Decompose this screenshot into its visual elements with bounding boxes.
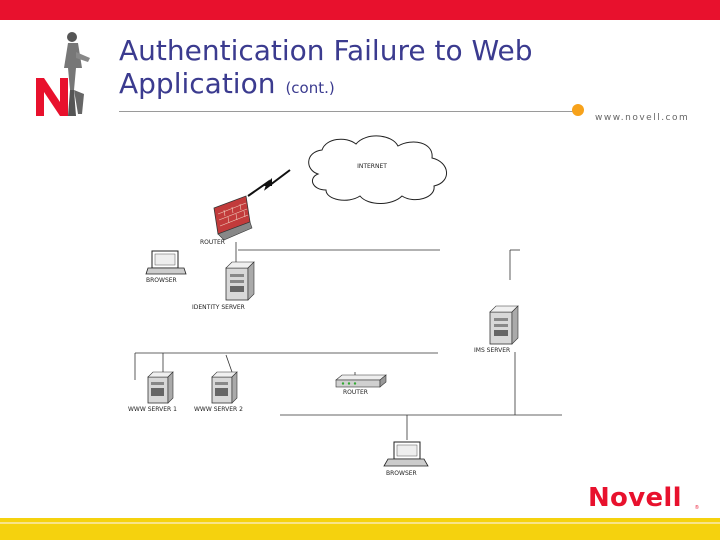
title-suffix: (cont.) (285, 79, 335, 97)
novell-logo: Novell (588, 483, 682, 513)
ims-server-icon: IMS SERVER (474, 305, 519, 354)
router-mid-label: ROUTER (343, 389, 368, 396)
ims-server-label: IMS SERVER (474, 347, 510, 354)
browser-left-laptop-icon: BROWSER (145, 250, 187, 284)
browser-left-label: BROWSER (146, 277, 177, 284)
router-mid-icon: ROUTER (335, 374, 387, 396)
title-line-1: Authentication Failure to Web (119, 34, 533, 67)
internet-label: INTERNET (357, 163, 387, 170)
bottom-yellow-bar (0, 518, 720, 540)
network-links (134, 242, 562, 440)
firewall-router-top: ROUTER (200, 195, 253, 246)
www-server-2-icon: WWW SERVER 2 (194, 371, 243, 413)
identity-server-label: IDENTITY SERVER (192, 304, 245, 311)
router-top-label: ROUTER (200, 239, 225, 246)
novell-n-logo-icon (36, 32, 90, 116)
title-line-2: Application (cont.) (119, 67, 533, 105)
website-url: www.novell.com (595, 113, 690, 123)
www-server-1-icon: WWW SERVER 1 (128, 371, 177, 413)
www-server-2-label: WWW SERVER 2 (194, 406, 243, 413)
bottom-bar-stripe (0, 522, 720, 524)
identity-server-icon: IDENTITY SERVER (192, 261, 255, 311)
internet-cloud: INTERNET (308, 135, 447, 204)
title-rule (119, 111, 577, 112)
browser-bottom-label: BROWSER (386, 470, 417, 477)
top-red-bar (0, 0, 720, 20)
title-line-2-text: Application (119, 67, 276, 100)
novell-trademark: ® (695, 505, 699, 511)
www-server-1-label: WWW SERVER 1 (128, 406, 177, 413)
page-title: Authentication Failure to Web Applicatio… (119, 34, 533, 105)
rule-dot-icon (572, 104, 584, 116)
browser-bottom-laptop-icon: BROWSER (383, 441, 429, 477)
